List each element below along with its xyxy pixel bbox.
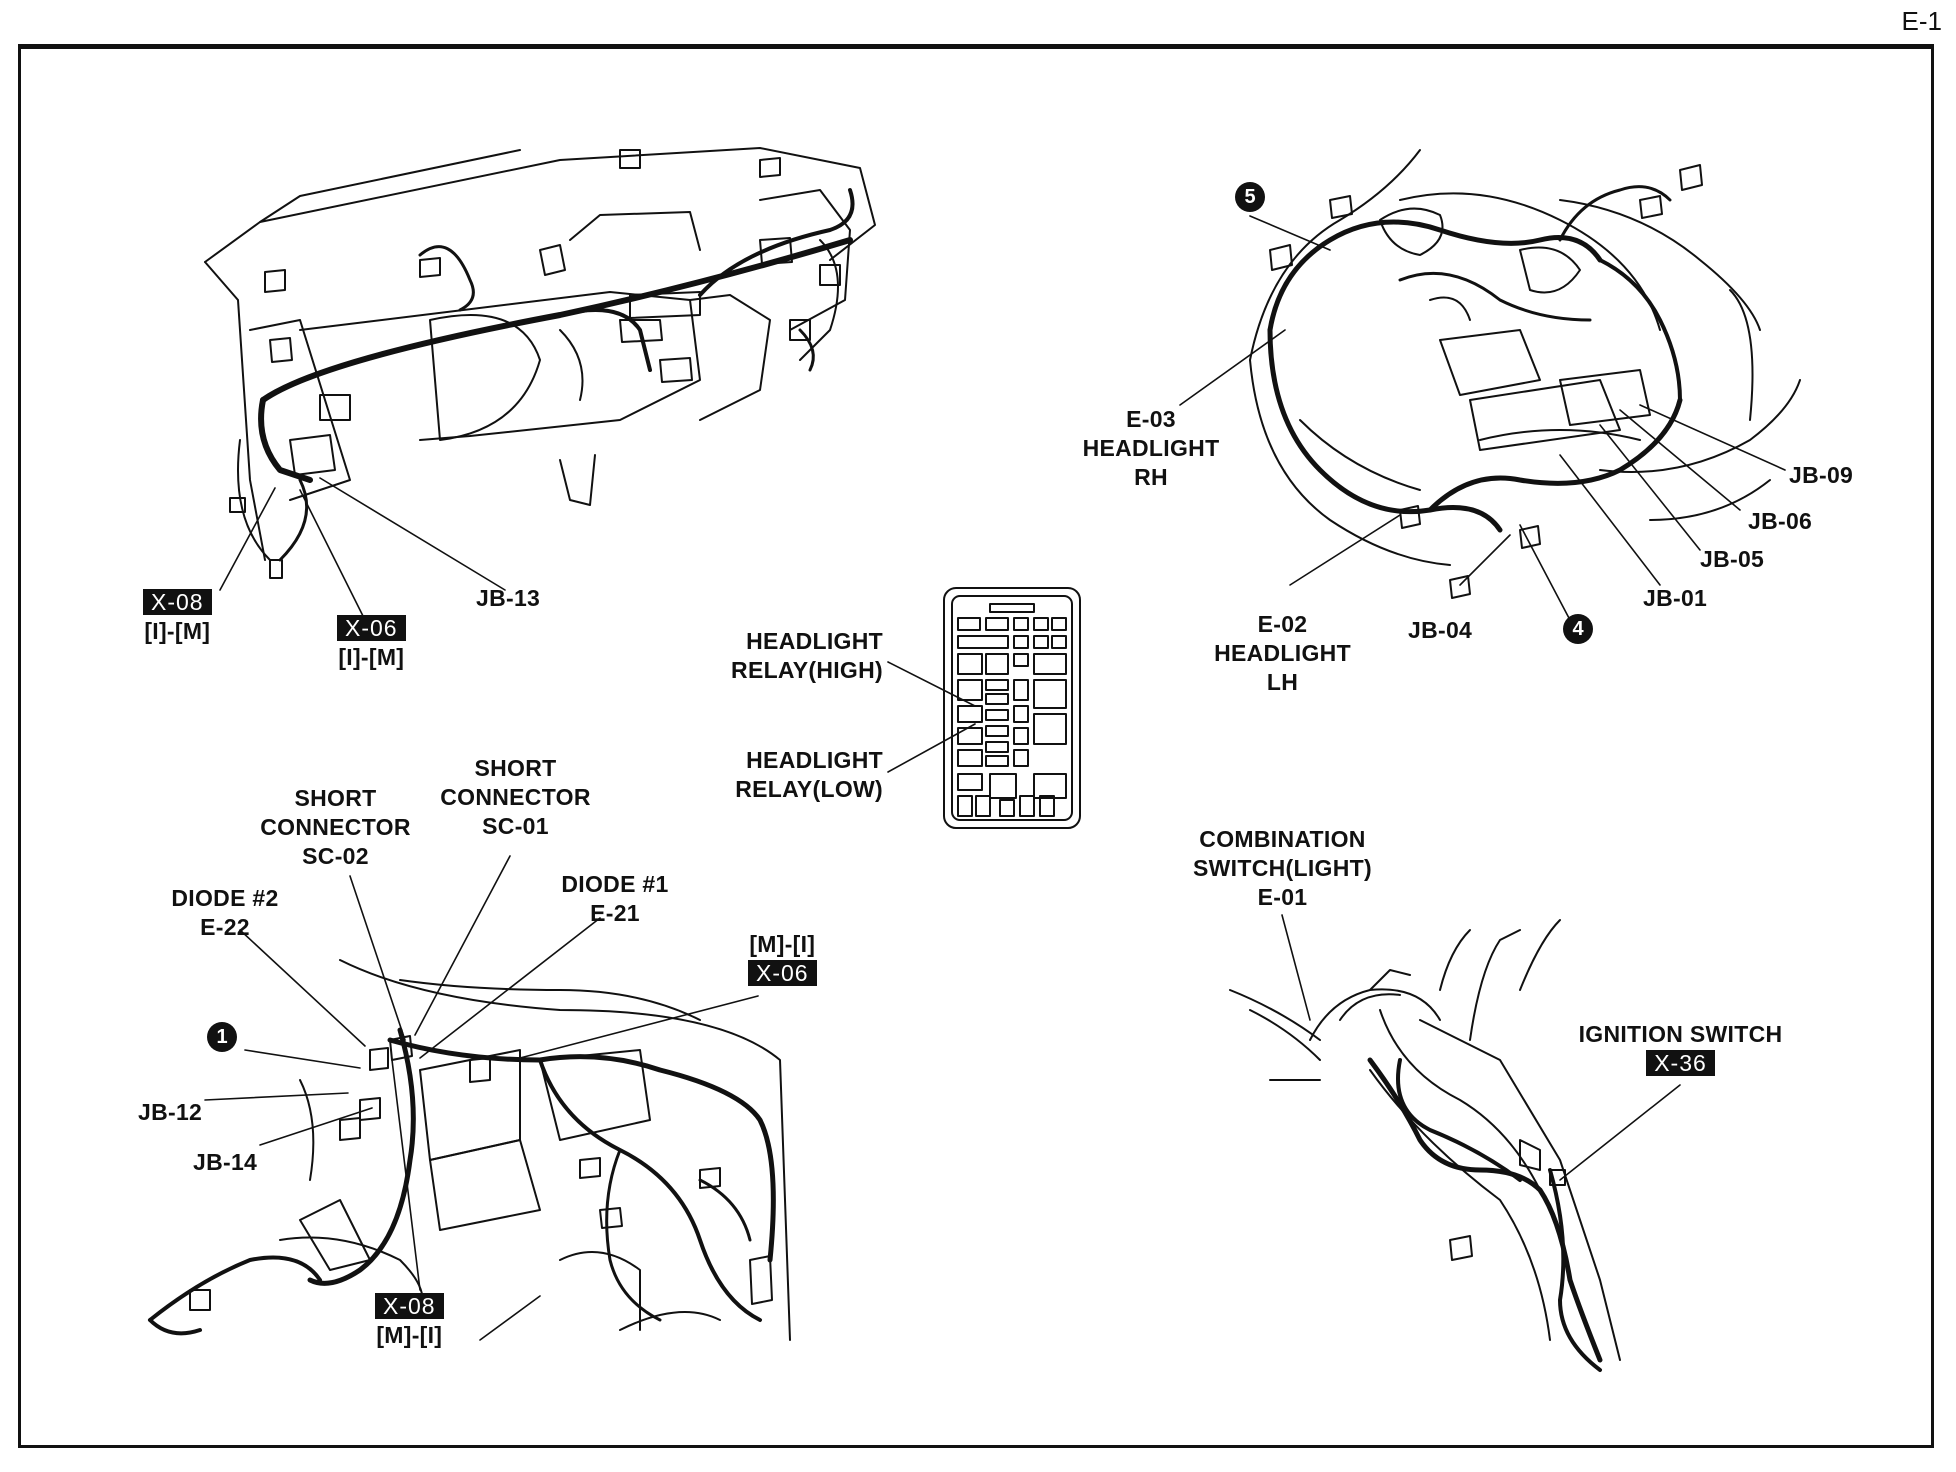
jb01-label: JB-01 [1643, 585, 1708, 611]
diagram-frame [18, 44, 1934, 1448]
jb05-label: JB-05 [1700, 546, 1765, 572]
x08-badge: X-08 [143, 589, 212, 615]
console-illustration [148, 959, 791, 1341]
jb14-label: JB-14 [193, 1149, 258, 1175]
x08-sub-label: [I]-[M] [144, 618, 211, 644]
marker-5: 5 [1235, 182, 1265, 212]
marker-1: 1 [207, 1022, 237, 1052]
engine-bay-illustration [1249, 149, 1801, 599]
ignition-switch-label: IGNITION SWITCH X-36 [1578, 1021, 1783, 1076]
jb12-label: JB-12 [138, 1099, 203, 1125]
x06-bottom-badge: X-06 [748, 960, 817, 986]
jb09-label: JB-09 [1789, 462, 1854, 488]
marker-4: 4 [1563, 614, 1593, 644]
x06-sub-label: [I]-[M] [338, 644, 405, 670]
jb13-label: JB-13 [476, 585, 541, 611]
dashboard-illustration [204, 147, 876, 579]
x06-badge: X-06 [337, 615, 406, 641]
page-number: E-1 [1901, 6, 1942, 36]
jb06-label: JB-06 [1748, 508, 1813, 534]
x08-bottom-badge: X-08 [375, 1293, 444, 1319]
x08-bottom-sub-label: [M]-[I] [376, 1322, 443, 1348]
x36-badge: X-36 [1646, 1050, 1715, 1076]
steering-column-illustration [1229, 919, 1621, 1372]
connector-x06-bottom: [M]-[I] X-06 [748, 930, 817, 988]
leader-lines [204, 215, 1786, 1341]
connector-x08-bottom: X-08 [M]-[I] [375, 1292, 444, 1350]
connector-x06-top: X-06 [I]-[M] [337, 614, 406, 672]
x06-bottom-sub-label: [M]-[I] [749, 931, 816, 957]
jb04-label: JB-04 [1408, 617, 1473, 643]
fuse-box-illustration [943, 587, 1081, 829]
connector-x08-top: X-08 [I]-[M] [143, 588, 212, 646]
